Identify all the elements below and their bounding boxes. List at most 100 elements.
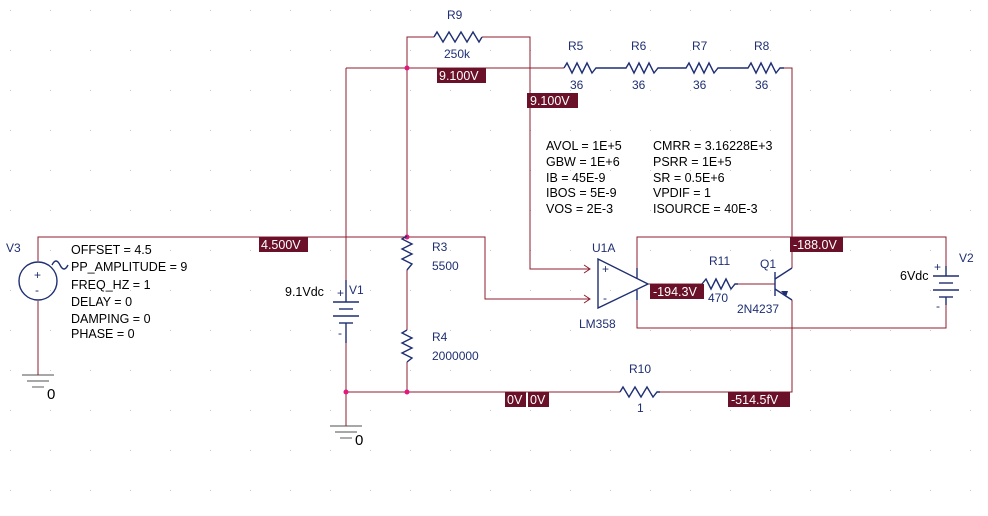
voltage-marker-top-node[interactable]: 9.100V (437, 68, 486, 83)
grid-dot (490, 370, 491, 371)
voltage-marker-collector-node[interactable]: -188.0V (790, 237, 843, 252)
resistor-r6-body[interactable] (612, 61, 674, 75)
grid-dot (290, 170, 291, 171)
wire-r8-to-collector[interactable] (784, 67, 793, 268)
grid-dot (330, 330, 331, 331)
resistor-r5-body[interactable] (563, 61, 612, 75)
transistor-q1[interactable]: Q1 2N4237 (737, 257, 793, 316)
grid-dot (810, 10, 811, 11)
resistor-r8-body[interactable] (736, 61, 784, 75)
opamp-u1a[interactable]: + - U1A LM358 (579, 241, 650, 331)
grid-dot (90, 410, 91, 411)
resistor-r6[interactable]: R6 36 (612, 39, 674, 92)
grid-dot (50, 50, 51, 51)
wire-r9-right[interactable] (482, 36, 590, 270)
grid-dot (770, 10, 771, 11)
grid-dot (930, 370, 931, 371)
grid-dot (490, 10, 491, 11)
voltage-marker-bottom-left[interactable]: 0V (505, 392, 526, 407)
resistor-r11[interactable]: R11 470 (701, 254, 738, 305)
grid-dot (170, 170, 171, 171)
resistor-r7[interactable]: R7 36 (674, 39, 736, 92)
grid-dot (90, 90, 91, 91)
voltage-marker-bg (528, 392, 549, 407)
grid-dot (490, 490, 491, 491)
resistor-r8[interactable]: R8 36 (736, 39, 784, 92)
grid-dot (690, 170, 691, 171)
grid-dot (890, 410, 891, 411)
voltage-marker-bg (437, 68, 486, 83)
grid-dot (370, 10, 371, 11)
r8-value-label: 36 (755, 78, 769, 92)
grid-dot (890, 370, 891, 371)
v3-param-amplitude: PP_AMPLITUDE = 9 (71, 260, 187, 274)
resistor-r11-body[interactable] (701, 277, 738, 291)
voltage-marker-emitter-node[interactable]: -514.5fV (728, 392, 790, 407)
v3-source-circle[interactable] (18, 261, 58, 301)
grid-dot (610, 90, 611, 91)
grid-dot (810, 490, 811, 491)
grid-dot (250, 170, 251, 171)
r3-value-label: 5500 (432, 259, 459, 273)
grid-dot (890, 250, 891, 251)
grid-dot (970, 130, 971, 131)
grid-dot (690, 250, 691, 251)
r10-ref-label: R10 (629, 362, 651, 376)
r6-ref-label: R6 (631, 39, 647, 53)
wire-r9-left[interactable] (406, 36, 434, 68)
source-v3[interactable]: + - V3 OFFSET = 4.5 PP_AMPLITUDE = 9 FRE… (6, 241, 187, 341)
grid-dot (130, 90, 131, 91)
grid-dot (250, 370, 251, 371)
grid-dot (490, 330, 491, 331)
grid-dot (290, 450, 291, 451)
source-v2[interactable]: + - V2 6Vdc (900, 251, 974, 313)
voltage-marker-text: -188.0V (793, 238, 837, 252)
voltage-marker-input-node[interactable]: 4.500V (259, 237, 308, 252)
resistor-r9[interactable]: R9 250k (433, 8, 483, 61)
grid-dot (50, 410, 51, 411)
resistor-r4-body[interactable] (400, 329, 414, 363)
wire-input[interactable] (37, 236, 590, 300)
grid-dot (730, 210, 731, 211)
source-v1[interactable]: + - V1 9.1Vdc (285, 280, 364, 343)
grid-dot (490, 250, 491, 251)
grid-dot (410, 410, 411, 411)
grid-dot (290, 290, 291, 291)
grid-dot (890, 290, 891, 291)
grid-dot (930, 330, 931, 331)
wire-r10-to-emitter[interactable] (660, 300, 793, 393)
resistor-r4[interactable]: R4 2000000 (400, 329, 479, 363)
opamp-plus-input: + (602, 262, 609, 276)
voltage-marker-bottom-right[interactable]: 0V (528, 392, 549, 407)
grid-dot (490, 450, 491, 451)
grid-dot (610, 330, 611, 331)
q1-model-label: 2N4237 (737, 302, 779, 316)
resistor-r3-body[interactable] (400, 235, 414, 271)
grid-dot (610, 450, 611, 451)
r10-value-label: 1 (637, 401, 644, 415)
voltage-marker-r5-node[interactable]: 9.100V (527, 93, 578, 108)
voltage-marker-opamp-out[interactable]: -194.3V (650, 284, 704, 299)
opamp-param-left: IBOS = 5E-9 (546, 186, 617, 200)
resistor-r3[interactable]: R3 5500 (400, 235, 459, 273)
grid-dot (330, 130, 331, 131)
grid-dot (410, 210, 411, 211)
grid-dot (450, 290, 451, 291)
grid-dot (690, 10, 691, 11)
resistor-r5[interactable]: R5 36 (563, 39, 612, 92)
resistor-r9-body[interactable] (433, 30, 483, 44)
r3-ref-label: R3 (432, 240, 448, 254)
resistor-r10[interactable]: R10 1 (619, 362, 660, 415)
voltage-marker-text: -194.3V (653, 285, 697, 299)
grid-dot (770, 370, 771, 371)
r7-ref-label: R7 (692, 39, 708, 53)
grid-dot (210, 90, 211, 91)
grid-dot (170, 410, 171, 411)
resistor-r10-body[interactable] (619, 385, 660, 399)
grid-dot (850, 130, 851, 131)
grid-dot (130, 450, 131, 451)
grid-dot (890, 10, 891, 11)
opamp-triangle[interactable] (597, 257, 650, 310)
resistor-r7-body[interactable] (674, 61, 736, 75)
v1-plus-sign: + (337, 286, 344, 300)
